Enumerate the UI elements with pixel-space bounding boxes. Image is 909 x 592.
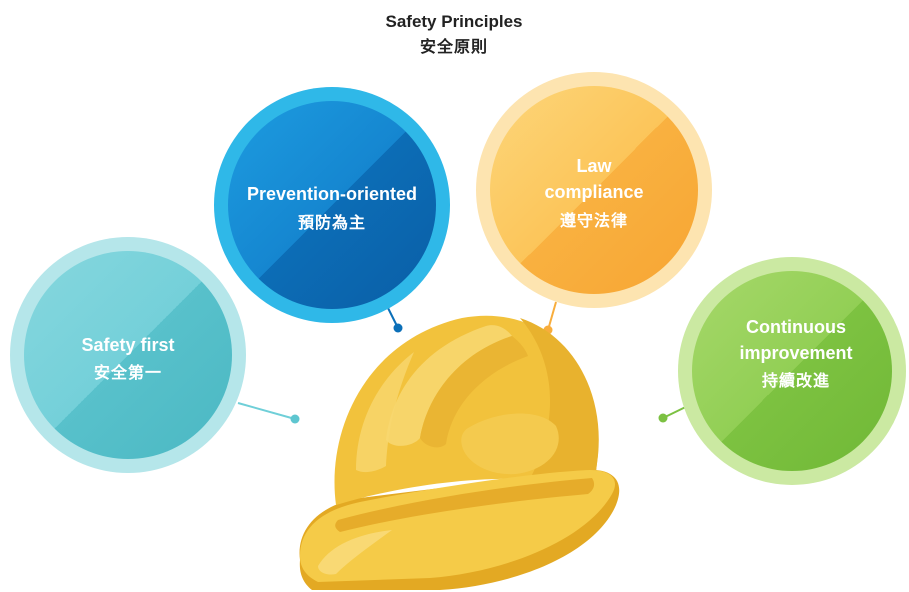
principle-label-en-line2: improvement (739, 343, 852, 363)
principle-law-compliance: Law compliance 遵守法律 (476, 72, 712, 308)
principle-safety-first: Safety first 安全第一 (10, 237, 246, 473)
principle-label-zh: 持續改進 (762, 371, 830, 390)
principle-label-en-line1: Continuous (746, 317, 846, 337)
principle-label-zh: 預防為主 (298, 213, 366, 232)
principle-continuous-improvement: Continuous improvement 持續改進 (678, 257, 906, 485)
connector-safety-first (237, 402, 300, 424)
connector-law-compliance (543, 301, 557, 335)
principle-label-en: Safety first (81, 335, 174, 355)
principle-label-zh: 安全第一 (94, 363, 162, 382)
principle-prevention-oriented: Prevention-oriented 預防為主 (214, 87, 450, 323)
page-title-zh: 安全原則 (420, 37, 488, 56)
hard-hat-icon (299, 315, 620, 590)
principle-label-en-line1: Law (576, 156, 612, 176)
page-title: Safety Principles (385, 12, 522, 31)
principle-label-en-line2: compliance (544, 182, 643, 202)
principle-label-zh: 遵守法律 (560, 211, 628, 230)
principle-label-en: Prevention-oriented (247, 184, 417, 204)
